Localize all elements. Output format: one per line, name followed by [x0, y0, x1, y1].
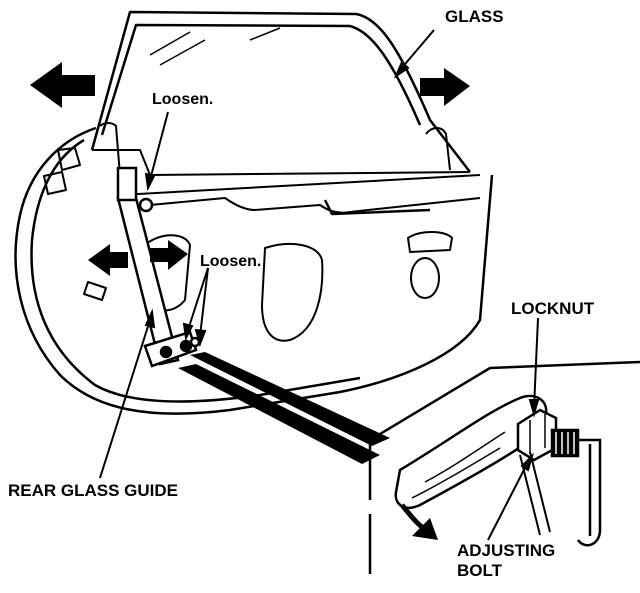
block-arrow-icon: [30, 62, 470, 276]
locknut-assembly: [516, 408, 602, 547]
rear-glass-guide-rail: [116, 166, 201, 368]
block-arrow-right-top: [420, 68, 470, 106]
window-glass: [90, 10, 471, 176]
curved-arrow-icon: [400, 503, 438, 540]
block-arrow-left-mid: [88, 244, 128, 276]
label-adjusting-bolt-line2: BOLT: [457, 561, 503, 580]
block-arrow-left-top: [30, 62, 95, 108]
label-adjusting-bolt-line1: ADJUSTING: [457, 541, 555, 560]
block-arrow-right-mid: [150, 240, 188, 270]
inset-detail: [368, 360, 640, 588]
linkage-bars: [178, 352, 390, 464]
door-panel: [14, 126, 494, 415]
label-loosen-top: Loosen.: [152, 91, 213, 108]
leader-lines: [99, 29, 540, 541]
label-glass: GLASS: [445, 7, 504, 26]
label-rear-glass-guide: REAR GLASS GUIDE: [8, 481, 178, 500]
label-locknut: LOCKNUT: [511, 299, 595, 318]
label-loosen-mid: Loosen.: [200, 253, 261, 270]
